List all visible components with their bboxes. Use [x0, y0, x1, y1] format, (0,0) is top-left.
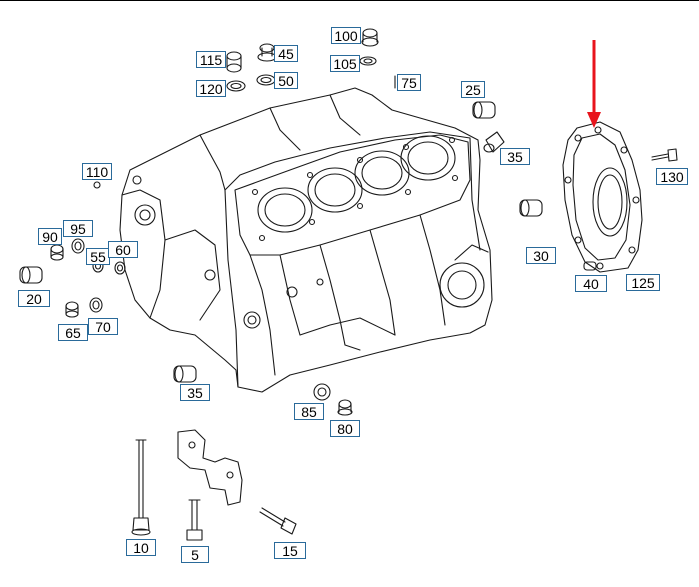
small-parts: [19, 28, 678, 541]
callout-40[interactable]: 40: [575, 275, 607, 292]
callout-95[interactable]: 95: [63, 220, 93, 237]
callout-25[interactable]: 25: [461, 81, 485, 98]
callout-70[interactable]: 70: [88, 318, 118, 335]
callout-10[interactable]: 10: [126, 539, 156, 556]
callout-60[interactable]: 60: [108, 241, 138, 258]
callout-90[interactable]: 90: [38, 228, 62, 245]
rear-cover-125: [562, 121, 643, 273]
callout-65[interactable]: 65: [58, 324, 88, 341]
callout-30[interactable]: 30: [526, 247, 556, 264]
callout-100[interactable]: 100: [331, 27, 361, 44]
engine-block: [119, 87, 493, 393]
callout-50[interactable]: 50: [274, 72, 298, 89]
callout-35-lower[interactable]: 35: [180, 384, 210, 401]
callout-20[interactable]: 20: [18, 290, 50, 307]
callout-105[interactable]: 105: [330, 55, 360, 72]
callout-15[interactable]: 15: [274, 542, 306, 559]
callout-130[interactable]: 130: [656, 168, 688, 185]
callout-75[interactable]: 75: [397, 74, 421, 91]
callout-110[interactable]: 110: [82, 163, 112, 180]
callout-55[interactable]: 55: [86, 248, 110, 265]
callout-35-upper[interactable]: 35: [500, 148, 530, 165]
top-border-line: [0, 0, 699, 1]
highlight-arrow-icon: [587, 40, 601, 128]
callout-85[interactable]: 85: [294, 403, 324, 420]
callout-125[interactable]: 125: [626, 274, 660, 291]
callout-45[interactable]: 45: [274, 45, 298, 62]
callout-5[interactable]: 5: [181, 546, 209, 563]
callout-115[interactable]: 115: [196, 51, 226, 68]
callout-120[interactable]: 120: [196, 80, 226, 97]
callout-80[interactable]: 80: [330, 420, 360, 437]
